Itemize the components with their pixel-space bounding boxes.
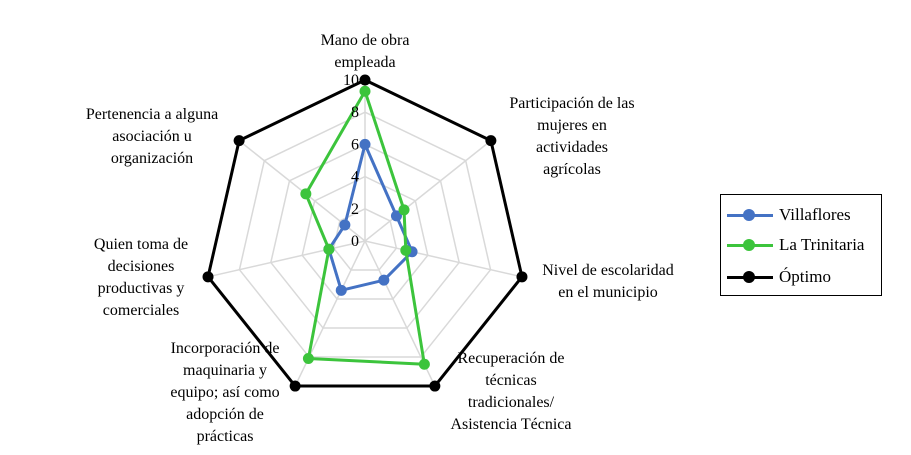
tick-label-4: 4 — [351, 169, 359, 186]
axis-label-4-line-4: prácticas — [197, 428, 254, 445]
series-point-la-trinitaria-3 — [418, 358, 430, 370]
axis-label-0-line-0: Mano de obra — [321, 32, 410, 49]
legend-label-la-trinitaria: La Trinitaria — [779, 235, 865, 254]
series-point-la-trinitaria-2 — [400, 244, 412, 256]
grid-spoke-1 — [364, 140, 492, 242]
axis-label-2-line-0: Nivel de escolaridad — [542, 262, 674, 279]
series-point-villaflores-6 — [339, 219, 351, 231]
grid-ring-1 — [332, 207, 398, 271]
axis-label-1-line-1: mujeres en — [537, 117, 607, 134]
axis-label-6: Pertenencia a alguna asociación u organiza… — [86, 106, 218, 167]
axis-label-4-line-1: maquinaria y — [183, 362, 267, 379]
legend-item-villaflores: Villaflores — [727, 204, 851, 226]
axis-label-6-line-0: Pertenencia a alguna — [86, 106, 218, 123]
axis-label-3-line-2: tradicionales/ — [468, 394, 555, 411]
axis-label-4-line-0: Incorporación de — [171, 340, 280, 357]
legend-item-optimo: Óptimo — [727, 266, 831, 288]
axis-label-4-line-3: adopción de — [186, 406, 264, 423]
legend-label-optimo: Óptimo — [779, 267, 831, 286]
series-point-la-trinitaria-6 — [300, 188, 312, 200]
series-point-la-trinitaria-1 — [398, 204, 410, 216]
series-point-optimo-2 — [516, 271, 528, 283]
series-point-optimo-3 — [429, 380, 441, 392]
tick-label-2: 2 — [351, 201, 359, 218]
axis-label-1: Participación de las mujeres en actividade… — [509, 95, 634, 178]
axis-label-5: Quien toma de decisiones productivas y come… — [94, 236, 188, 319]
tick-label-6: 6 — [351, 136, 359, 153]
series-point-villaflores-3 — [378, 274, 390, 286]
axis-label-4-line-2: equipo; así como — [170, 384, 279, 401]
axis-label-3: Recuperación de técnicas tradicionales/Asi… — [451, 350, 572, 433]
series-point-optimo-0 — [359, 74, 371, 86]
legend-item-la-trinitaria: La Trinitaria — [727, 234, 864, 256]
axis-label-1-line-2: actividades — [536, 139, 608, 156]
radar-series — [202, 74, 528, 392]
series-line-la-trinitaria — [304, 89, 426, 366]
axis-label-6-line-1: asociación u — [112, 128, 192, 145]
grid-spoke-5 — [207, 240, 366, 278]
grid-ring-4 — [238, 111, 492, 358]
axis-label-3-line-3: Asistencia Técnica — [451, 416, 572, 433]
axis-label-5-line-1: decisiones — [108, 258, 175, 275]
series-point-la-trinitaria-0 — [359, 85, 371, 97]
series-point-la-trinitaria-5 — [323, 243, 335, 255]
series-point-optimo-1 — [485, 135, 497, 147]
axis-label-3-line-1: técnicas — [485, 372, 537, 389]
legend-swatch-villaflores — [727, 208, 773, 222]
axis-label-0-line-1: empleada — [334, 54, 395, 71]
series-point-villaflores-1 — [390, 210, 402, 222]
series-point-villaflores-0 — [359, 138, 371, 150]
series-point-villaflores-4 — [335, 284, 347, 296]
axis-label-1-line-0: Participación de las — [509, 95, 634, 112]
grid-spoke-2 — [364, 240, 523, 278]
axis-label-4: Incorporación de maquinaria y equipo; así … — [170, 340, 279, 445]
axis-label-2: Nivel de escolaridad en el municipio — [542, 262, 674, 301]
series-point-la-trinitaria-4 — [302, 352, 314, 364]
axis-label-6-line-2: organización — [111, 150, 193, 167]
series-point-optimo-4 — [289, 380, 301, 392]
series-point-optimo-6 — [233, 135, 245, 147]
legend-label-villaflores: Villaflores — [779, 205, 851, 224]
tick-label-8: 8 — [351, 104, 359, 121]
legend-swatch-la-trinitaria — [727, 238, 773, 252]
axis-label-1-line-3: agrícolas — [543, 161, 601, 178]
axis-label-5-line-3: comerciales — [103, 302, 179, 319]
tick-label-0: 0 — [351, 233, 359, 250]
radial-tick-labels: 0 2 4 6 8 10 — [343, 72, 359, 250]
tick-label-10: 10 — [343, 72, 359, 89]
axis-label-3-line-0: Recuperación de — [457, 350, 564, 367]
axis-label-0: Mano de obra empleada — [321, 32, 410, 71]
series-line-optimo — [206, 78, 524, 388]
legend: Villaflores La Trinitaria Óptimo — [720, 194, 882, 296]
grid-ring-3 — [270, 143, 460, 329]
series-point-optimo-5 — [202, 271, 214, 283]
axis-label-5-line-0: Quien toma de — [94, 236, 188, 253]
axis-label-5-line-2: productivas y — [98, 280, 185, 297]
legend-swatch-optimo — [727, 270, 773, 284]
grid-spoke-4 — [294, 240, 366, 387]
axis-label-2-line-1: en el municipio — [558, 284, 658, 301]
